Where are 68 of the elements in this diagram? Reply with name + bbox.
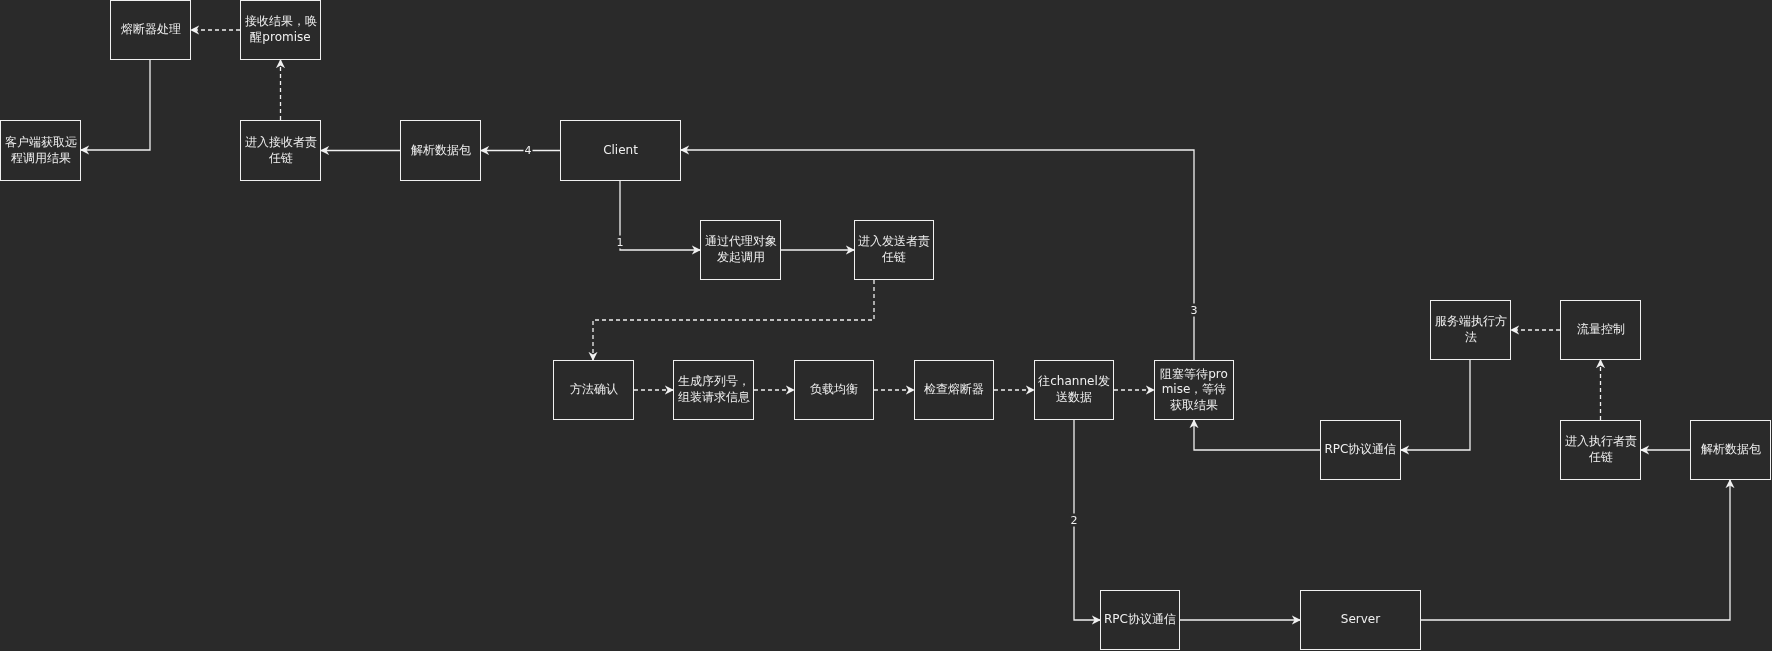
box-label: RPC协议通信 xyxy=(1104,612,1176,628)
process-box xyxy=(1560,420,1641,480)
box-label: 检查熔断器 xyxy=(924,382,984,398)
process-box xyxy=(914,360,994,420)
process-box xyxy=(240,120,321,181)
box-label: Client xyxy=(603,142,638,159)
dashed-arrow xyxy=(1510,325,1561,335)
edge-label: 3 xyxy=(1189,303,1199,317)
dashed-arrow xyxy=(190,25,241,35)
process-box xyxy=(0,120,81,181)
box-label: 通过代理对象发起调用 xyxy=(703,234,778,266)
box-label: 进入发送者责任链 xyxy=(857,234,931,266)
box-label: 进入接收者责任链 xyxy=(243,134,318,167)
edge-label: 1 xyxy=(615,235,625,249)
arrow xyxy=(320,145,401,156)
box-label: 进入执行者责任链 xyxy=(1563,434,1638,466)
process-box xyxy=(1100,590,1180,650)
dashed-arrow xyxy=(873,385,915,395)
process-box xyxy=(1034,360,1114,420)
dashed-arrow xyxy=(633,385,674,395)
arrow xyxy=(619,180,701,255)
dashed-arrow xyxy=(753,385,795,395)
arrow xyxy=(1179,615,1301,625)
box-label: 客户端获取远程调用结果 xyxy=(3,134,78,167)
arrow xyxy=(80,59,151,155)
box-label: 流量控制 xyxy=(1576,322,1625,338)
arrow xyxy=(1420,479,1735,621)
box-label: 服务端执行方法 xyxy=(1433,314,1508,346)
edge-label: 2 xyxy=(1069,513,1079,527)
box-label: 负载均衡 xyxy=(810,382,858,398)
arrow xyxy=(780,245,855,255)
process-box xyxy=(240,0,321,60)
dashed-arrow xyxy=(1113,385,1155,395)
process-box xyxy=(1320,420,1401,480)
process-box xyxy=(1690,420,1771,480)
arrow xyxy=(1189,419,1321,451)
process-box xyxy=(560,120,681,181)
process-box xyxy=(673,360,754,420)
arrow xyxy=(480,145,561,156)
process-box xyxy=(400,120,481,181)
box-label: 往channel发送数据 xyxy=(1037,374,1111,406)
box-label: Server xyxy=(1340,612,1381,628)
process-box xyxy=(1154,360,1234,420)
process-box xyxy=(794,360,874,420)
box-label: 方法确认 xyxy=(569,382,618,398)
edge-label: 4 xyxy=(523,143,533,157)
dashed-arrow xyxy=(1595,359,1606,421)
process-box xyxy=(1560,300,1641,360)
box-label: 阻塞等待promise，等待获取结果 xyxy=(1159,366,1229,414)
process-box xyxy=(854,220,934,280)
box-label: 解析数据包 xyxy=(410,142,471,159)
box-label: 熔断器处理 xyxy=(120,22,181,38)
box-label: 生成序列号，组装请求信息 xyxy=(676,374,751,406)
process-box xyxy=(110,0,191,60)
process-box xyxy=(1300,590,1421,650)
arrow xyxy=(1640,445,1691,455)
arrow xyxy=(680,145,1195,361)
arrow xyxy=(1400,359,1471,455)
dashed-arrow xyxy=(588,279,875,361)
process-box xyxy=(700,220,781,280)
dashed-arrow xyxy=(993,385,1035,395)
dashed-arrow xyxy=(275,59,286,121)
process-box xyxy=(1430,300,1511,360)
process-box xyxy=(553,360,634,420)
box-label: 解析数据包 xyxy=(1700,442,1761,458)
arrow xyxy=(1073,419,1101,625)
box-label: RPC协议通信 xyxy=(1324,442,1397,458)
box-label: 接收结果，唤醒promise xyxy=(243,14,318,46)
